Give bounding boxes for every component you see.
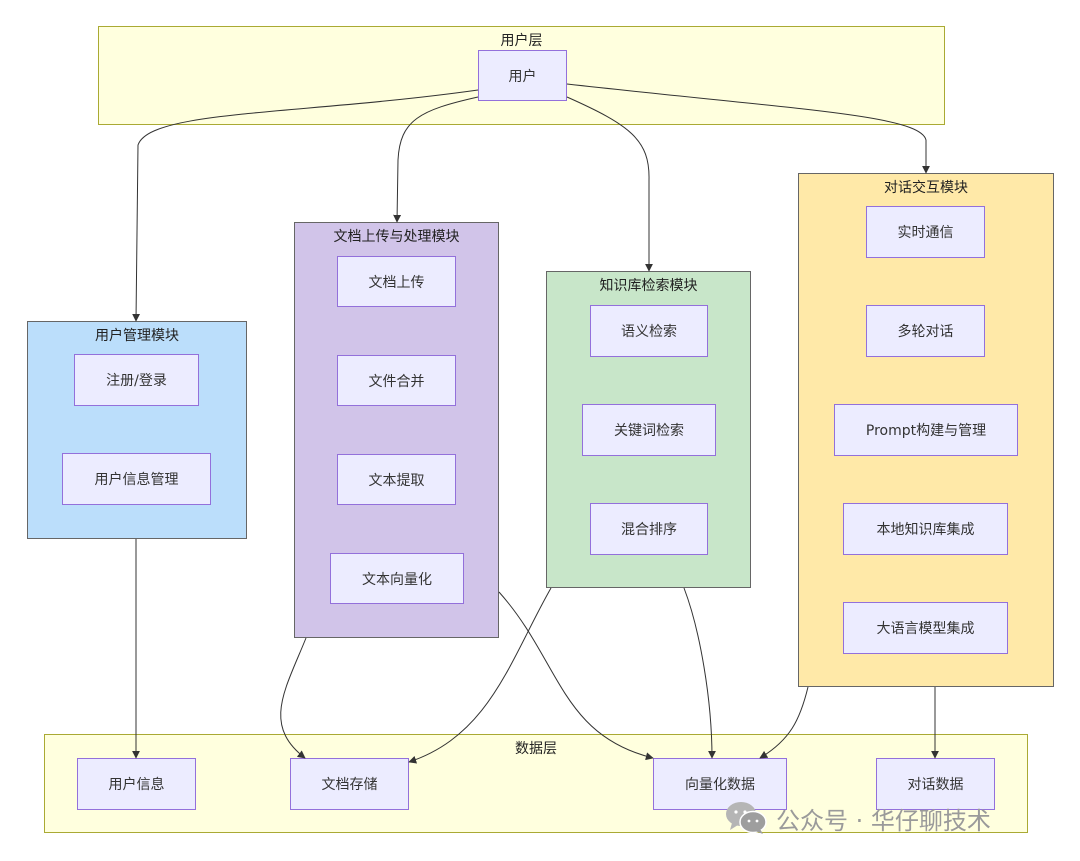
vector-data-node: 向量化数据	[653, 758, 787, 810]
text-extract-node: 文本提取	[337, 454, 456, 505]
local-kb-integration-node: 本地知识库集成	[843, 503, 1008, 555]
dialog-data-node: 对话数据	[876, 758, 995, 810]
hybrid-ranking-node: 混合排序	[590, 503, 708, 555]
watermark-text: 公众号 · 华仔聊技术	[776, 806, 991, 835]
prompt-management-node: Prompt构建与管理	[834, 404, 1018, 456]
keyword-search-node: 关键词检索	[582, 404, 716, 456]
multi-turn-dialog-node: 多轮对话	[866, 305, 985, 357]
edge-kb-module-to-vector-data	[683, 587, 716, 759]
user-management-title: 用户管理模块	[95, 328, 179, 344]
realtime-comm-node: 实时通信	[866, 206, 985, 258]
user-info-data-node: 用户信息	[77, 758, 196, 810]
user-layer-title: 用户层	[500, 33, 543, 49]
semantic-search-node: 语义检索	[590, 305, 708, 357]
file-merge-node: 文件合并	[337, 355, 456, 406]
wechat-icon	[726, 802, 767, 834]
watermark: 公众号 · 华仔聊技术	[724, 798, 991, 838]
doc-storage-node: 文档存储	[290, 758, 409, 810]
doc-upload-node: 文档上传	[337, 256, 456, 307]
kb-retrieval-title: 知识库检索模块	[599, 278, 698, 294]
dialog-module-title: 对话交互模块	[884, 180, 968, 196]
doc-processing-title: 文档上传与处理模块	[333, 229, 460, 245]
user-node: 用户	[478, 50, 567, 101]
user-info-management-node: 用户信息管理	[62, 453, 211, 505]
data-layer-title: 数据层	[515, 741, 557, 757]
llm-integration-node: 大语言模型集成	[843, 602, 1008, 654]
text-vectorize-node: 文本向量化	[330, 553, 464, 604]
register-login-node: 注册/登录	[74, 354, 199, 406]
